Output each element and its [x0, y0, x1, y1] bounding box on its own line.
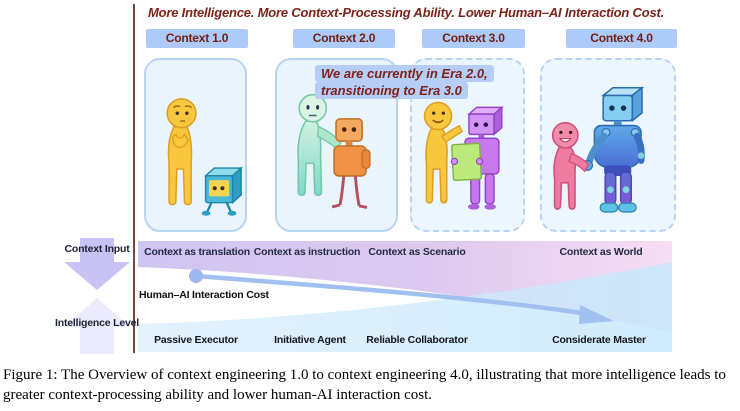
era-chip-context-1: Context 1.0 — [146, 29, 248, 48]
ai-role-label-3: Reliable Collaborator — [366, 334, 468, 346]
era-chip-context-2: Context 2.0 — [293, 29, 395, 48]
human-and-purple-robot-with-board-illustration — [423, 101, 504, 210]
context-role-label-3: Context as Scenario — [368, 246, 466, 258]
confused-human-and-small-robot-illustration — [166, 98, 244, 216]
human-robot-handshake-illustration — [551, 86, 645, 213]
panel-context-2 — [275, 58, 398, 232]
context-role-label-1: Context as translation — [144, 246, 250, 258]
context-role-label-2: Context as instruction — [253, 246, 361, 258]
era-chip-context-4: Context 4.0 — [566, 29, 677, 48]
panel-context-1 — [144, 58, 247, 232]
pink-human-figure — [551, 121, 590, 210]
panel-context-3 — [410, 58, 525, 232]
figure-left-rule — [133, 4, 135, 353]
cost-start-dot — [189, 269, 203, 283]
era-note-line-2: transitioning to Era 3.0 — [315, 82, 468, 99]
ai-role-label-1: Passive Executor — [154, 334, 238, 346]
scenario-robot-figure — [450, 105, 504, 210]
interaction-cost-label: Human–AI Interaction Cost — [139, 289, 269, 301]
guiding-human-figure — [297, 93, 342, 197]
green-human-and-orange-robot-illustration — [297, 93, 371, 209]
instructed-robot-figure — [331, 118, 371, 209]
panel-context-4 — [540, 58, 676, 232]
thinking-human-figure — [166, 98, 197, 206]
collaborating-human-figure — [423, 101, 464, 204]
figure-caption: Figure 1: The Overview of context engine… — [3, 367, 726, 403]
small-cube-robot-figure — [201, 166, 244, 216]
ai-role-label-4: Considerate Master — [552, 334, 646, 346]
era-note-bubble: We are currently in Era 2.0, transitioni… — [315, 65, 494, 99]
context-input-axis-label: Context Input — [64, 243, 130, 255]
intelligence-level-axis-label: Intelligence Level — [55, 317, 139, 329]
figure-headline: More Intelligence. More Context-Processi… — [148, 5, 665, 20]
cost-trend-arrowhead — [579, 305, 614, 324]
era-note-line-1: We are currently in Era 2.0, — [315, 65, 494, 82]
master-robot-figure — [582, 86, 645, 213]
ai-role-label-2: Initiative Agent — [274, 334, 346, 346]
context-role-label-4: Context as World — [559, 246, 643, 258]
era-chip-context-3: Context 3.0 — [422, 29, 525, 48]
